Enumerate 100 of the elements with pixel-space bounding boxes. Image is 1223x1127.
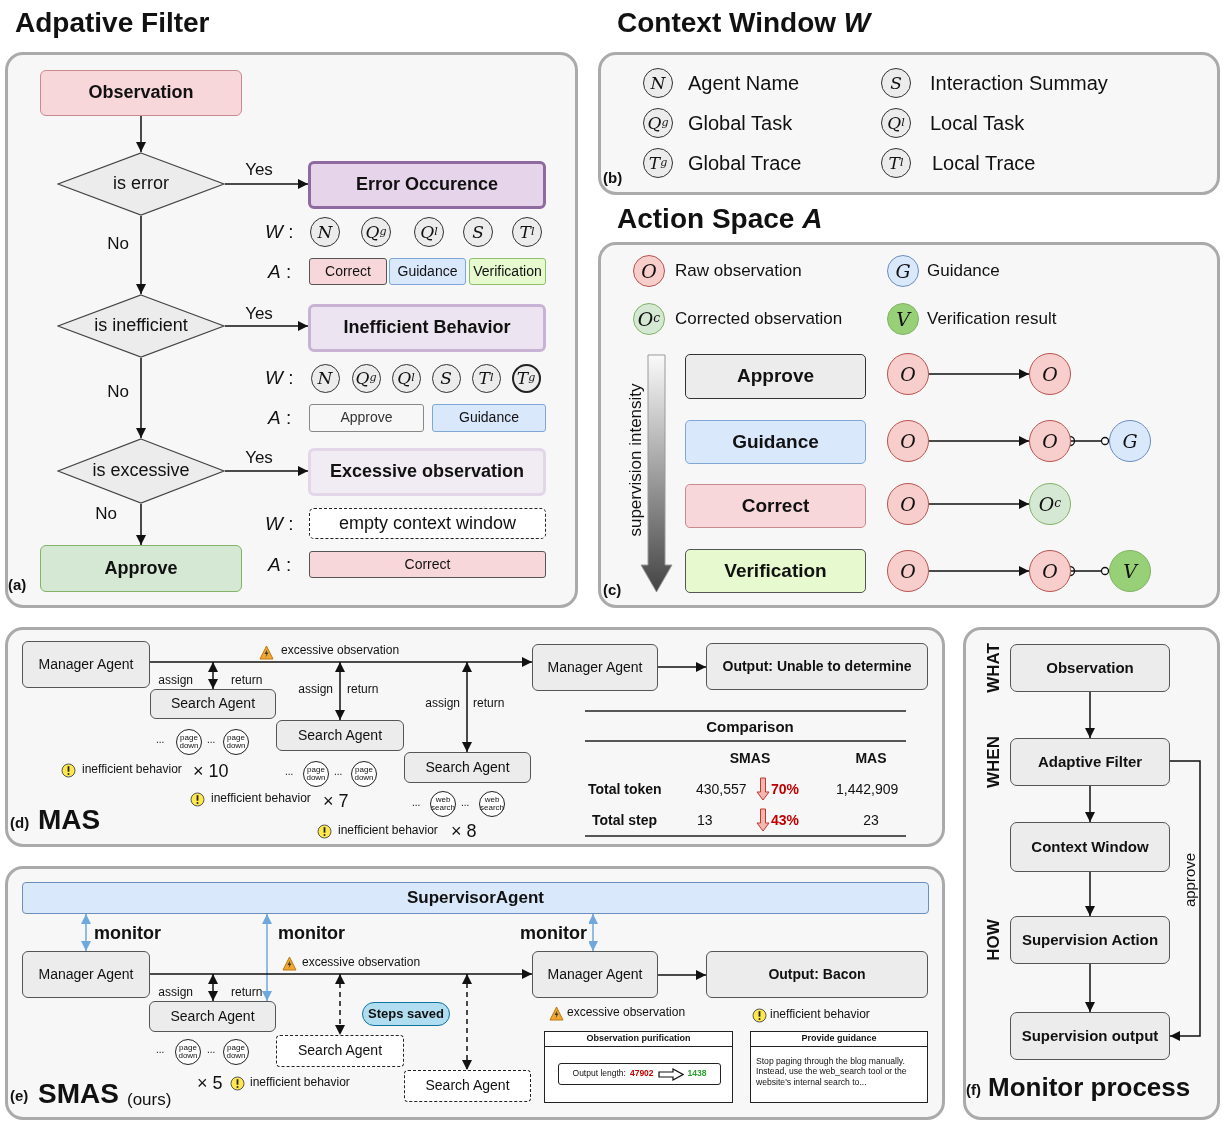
agent-box: Manager Agent — [532, 951, 658, 998]
math-label: W : — [265, 221, 294, 243]
annotation-text: ... — [334, 766, 343, 778]
process-box: Supervision output — [1010, 1012, 1170, 1060]
annotation-text: return — [231, 986, 263, 1000]
process-box: Guidance — [685, 420, 866, 464]
output-box: Output: Bacon — [706, 951, 928, 998]
annotation-text: HOW — [984, 919, 1004, 961]
annotation-text: × 10 — [193, 760, 229, 782]
process-box: Adaptive Filter — [1010, 738, 1170, 786]
double-arrow — [588, 913, 598, 952]
table-cell: Total token — [588, 780, 662, 798]
double-arrow — [462, 661, 472, 753]
arrow — [1085, 963, 1095, 1013]
math-label: W : — [265, 367, 294, 389]
legend-text: Local Task — [930, 111, 1025, 135]
arrow — [657, 970, 707, 980]
process-box: Correct — [309, 551, 546, 578]
length-value: 1438 — [687, 1069, 707, 1079]
arrow — [928, 499, 1030, 509]
arrow — [1085, 871, 1095, 917]
connector — [1069, 565, 1110, 577]
supervisor-bar: SupervisorAgent — [22, 882, 929, 914]
process-box: Guidance — [389, 258, 466, 285]
panel-label: (c) — [603, 581, 622, 599]
arrow — [224, 321, 309, 331]
agent-box: Search Agent — [276, 1035, 404, 1067]
annotation-text: ... — [156, 734, 165, 746]
panel-title: Monitor process — [988, 1073, 1191, 1103]
panel-label: (b) — [603, 169, 623, 187]
arrow — [136, 215, 146, 295]
math-label: A : — [268, 261, 292, 283]
arrow — [224, 179, 309, 189]
annotation-text: supervision intensity — [626, 383, 646, 537]
process-box: Correct — [309, 258, 387, 285]
decision-diamond: is inefficient — [57, 294, 225, 358]
arrow — [224, 466, 309, 476]
process-box: Correct — [685, 484, 866, 528]
annotation-text: return — [347, 683, 379, 697]
status-pill: Steps saved — [362, 1002, 450, 1026]
panel-title: Action Space A — [617, 202, 823, 236]
annotation-text: ... — [207, 734, 216, 746]
agent-box: Search Agent — [149, 1001, 276, 1032]
process-box: Inefficient Behavior — [308, 304, 546, 352]
length-value: 47902 — [629, 1069, 654, 1079]
legend-text: Verification result — [927, 309, 1057, 329]
arrow — [1085, 785, 1095, 823]
info-card — [750, 1031, 928, 1103]
double-arrow — [462, 973, 472, 1071]
annotation-text: ... — [461, 797, 470, 809]
legend-text: Agent Name — [688, 71, 800, 95]
agent-box: Search Agent — [404, 1070, 531, 1102]
panel-label: (d) — [10, 814, 30, 832]
arrow — [1169, 760, 1201, 1041]
table-cell: 43% — [771, 811, 800, 829]
length-label: Output length: — [572, 1069, 626, 1079]
decision-diamond: is error — [57, 152, 225, 216]
process-box: Observation — [1010, 644, 1170, 692]
annotation-text: WHAT — [984, 643, 1004, 693]
process-box: Observation — [40, 70, 242, 116]
arrow — [149, 657, 533, 667]
process-box: Approve — [40, 545, 242, 592]
arrow — [928, 369, 1030, 379]
double-arrow — [335, 973, 345, 1036]
table-cell: 23 — [863, 811, 879, 829]
annotation-text: ... — [156, 1044, 165, 1056]
arrow — [136, 357, 146, 439]
panel-label: (f) — [966, 1081, 981, 1099]
math-label: A : — [268, 407, 292, 429]
annotation-text: assign — [425, 697, 460, 711]
process-box: Supervision Action — [1010, 916, 1170, 964]
arrow — [136, 115, 146, 153]
process-box: Approve — [309, 404, 424, 432]
output-box: Output: Unable to determine — [706, 643, 928, 690]
table-cell: SMAS — [729, 749, 771, 767]
annotation-text: assign — [158, 674, 193, 688]
annotation-text: × 7 — [323, 790, 349, 812]
arrow — [1085, 691, 1095, 739]
table-cell: Comparison — [706, 718, 794, 736]
legend-text: Corrected observation — [675, 309, 843, 329]
annotation-text: × 8 — [451, 820, 477, 842]
annotation-text: inefficient behavior — [770, 1008, 870, 1022]
agent-box: Manager Agent — [532, 644, 658, 691]
annotation-text: × 5 — [197, 1072, 223, 1094]
table-cell: 1,442,909 — [836, 780, 899, 798]
table-cell: Total step — [592, 811, 658, 829]
decision-diamond: is excessive — [57, 438, 225, 504]
annotation-text: assign — [158, 986, 193, 1000]
annotation-text: ... — [412, 797, 421, 809]
process-box: Error Occurence — [308, 161, 546, 209]
legend-text: Global Task — [688, 111, 793, 135]
panel-label: (e) — [10, 1087, 29, 1105]
annotation-text: return — [231, 674, 263, 688]
legend-text: Raw observation — [675, 261, 802, 281]
arrow — [136, 503, 146, 546]
table-cell: 70% — [771, 780, 800, 798]
double-arrow — [208, 973, 218, 1002]
annotation-text: inefficient behavior — [250, 1076, 350, 1090]
agent-box: Manager Agent — [22, 641, 150, 688]
math-label: A : — [268, 554, 292, 576]
